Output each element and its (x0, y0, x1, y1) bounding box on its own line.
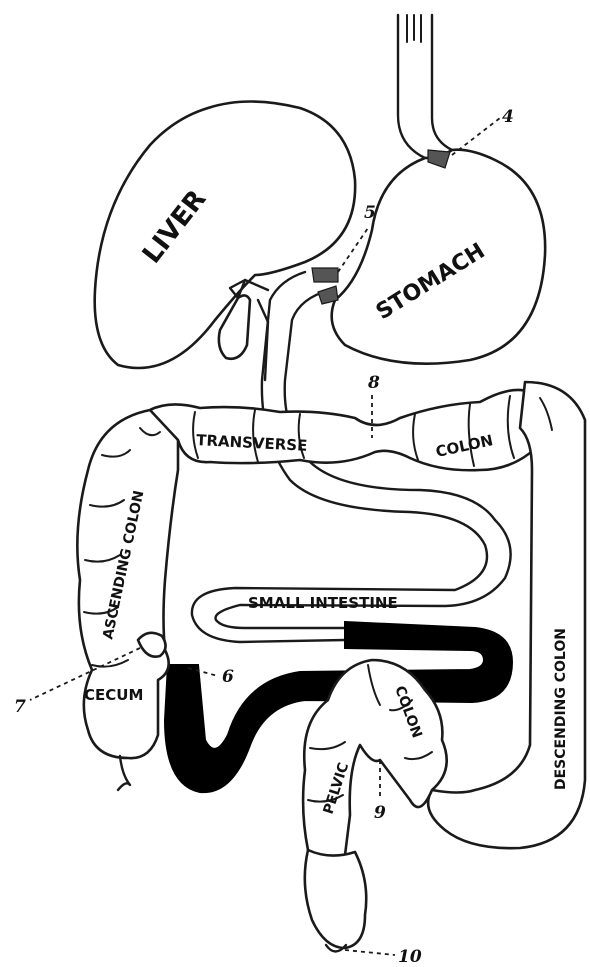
transverse-colon (150, 390, 548, 470)
label-small-intestine: SMALL INTESTINE (248, 594, 398, 612)
label-descending-colon: DESCENDING COLON (553, 628, 569, 790)
appendix (118, 756, 130, 790)
callout-10: 10 (398, 947, 422, 967)
callout-7: 7 (14, 697, 26, 717)
rectum (305, 850, 366, 948)
callout-9: 9 (374, 803, 386, 823)
callout-4: 4 (502, 107, 514, 127)
stomach (332, 150, 545, 364)
callout-5: 5 (364, 203, 376, 223)
pyloric-sphincter (312, 268, 338, 282)
esophagus (398, 15, 452, 158)
callout-8: 8 (367, 373, 380, 393)
label-cecum: CECUM (84, 686, 143, 704)
callout-6: 6 (222, 667, 234, 687)
